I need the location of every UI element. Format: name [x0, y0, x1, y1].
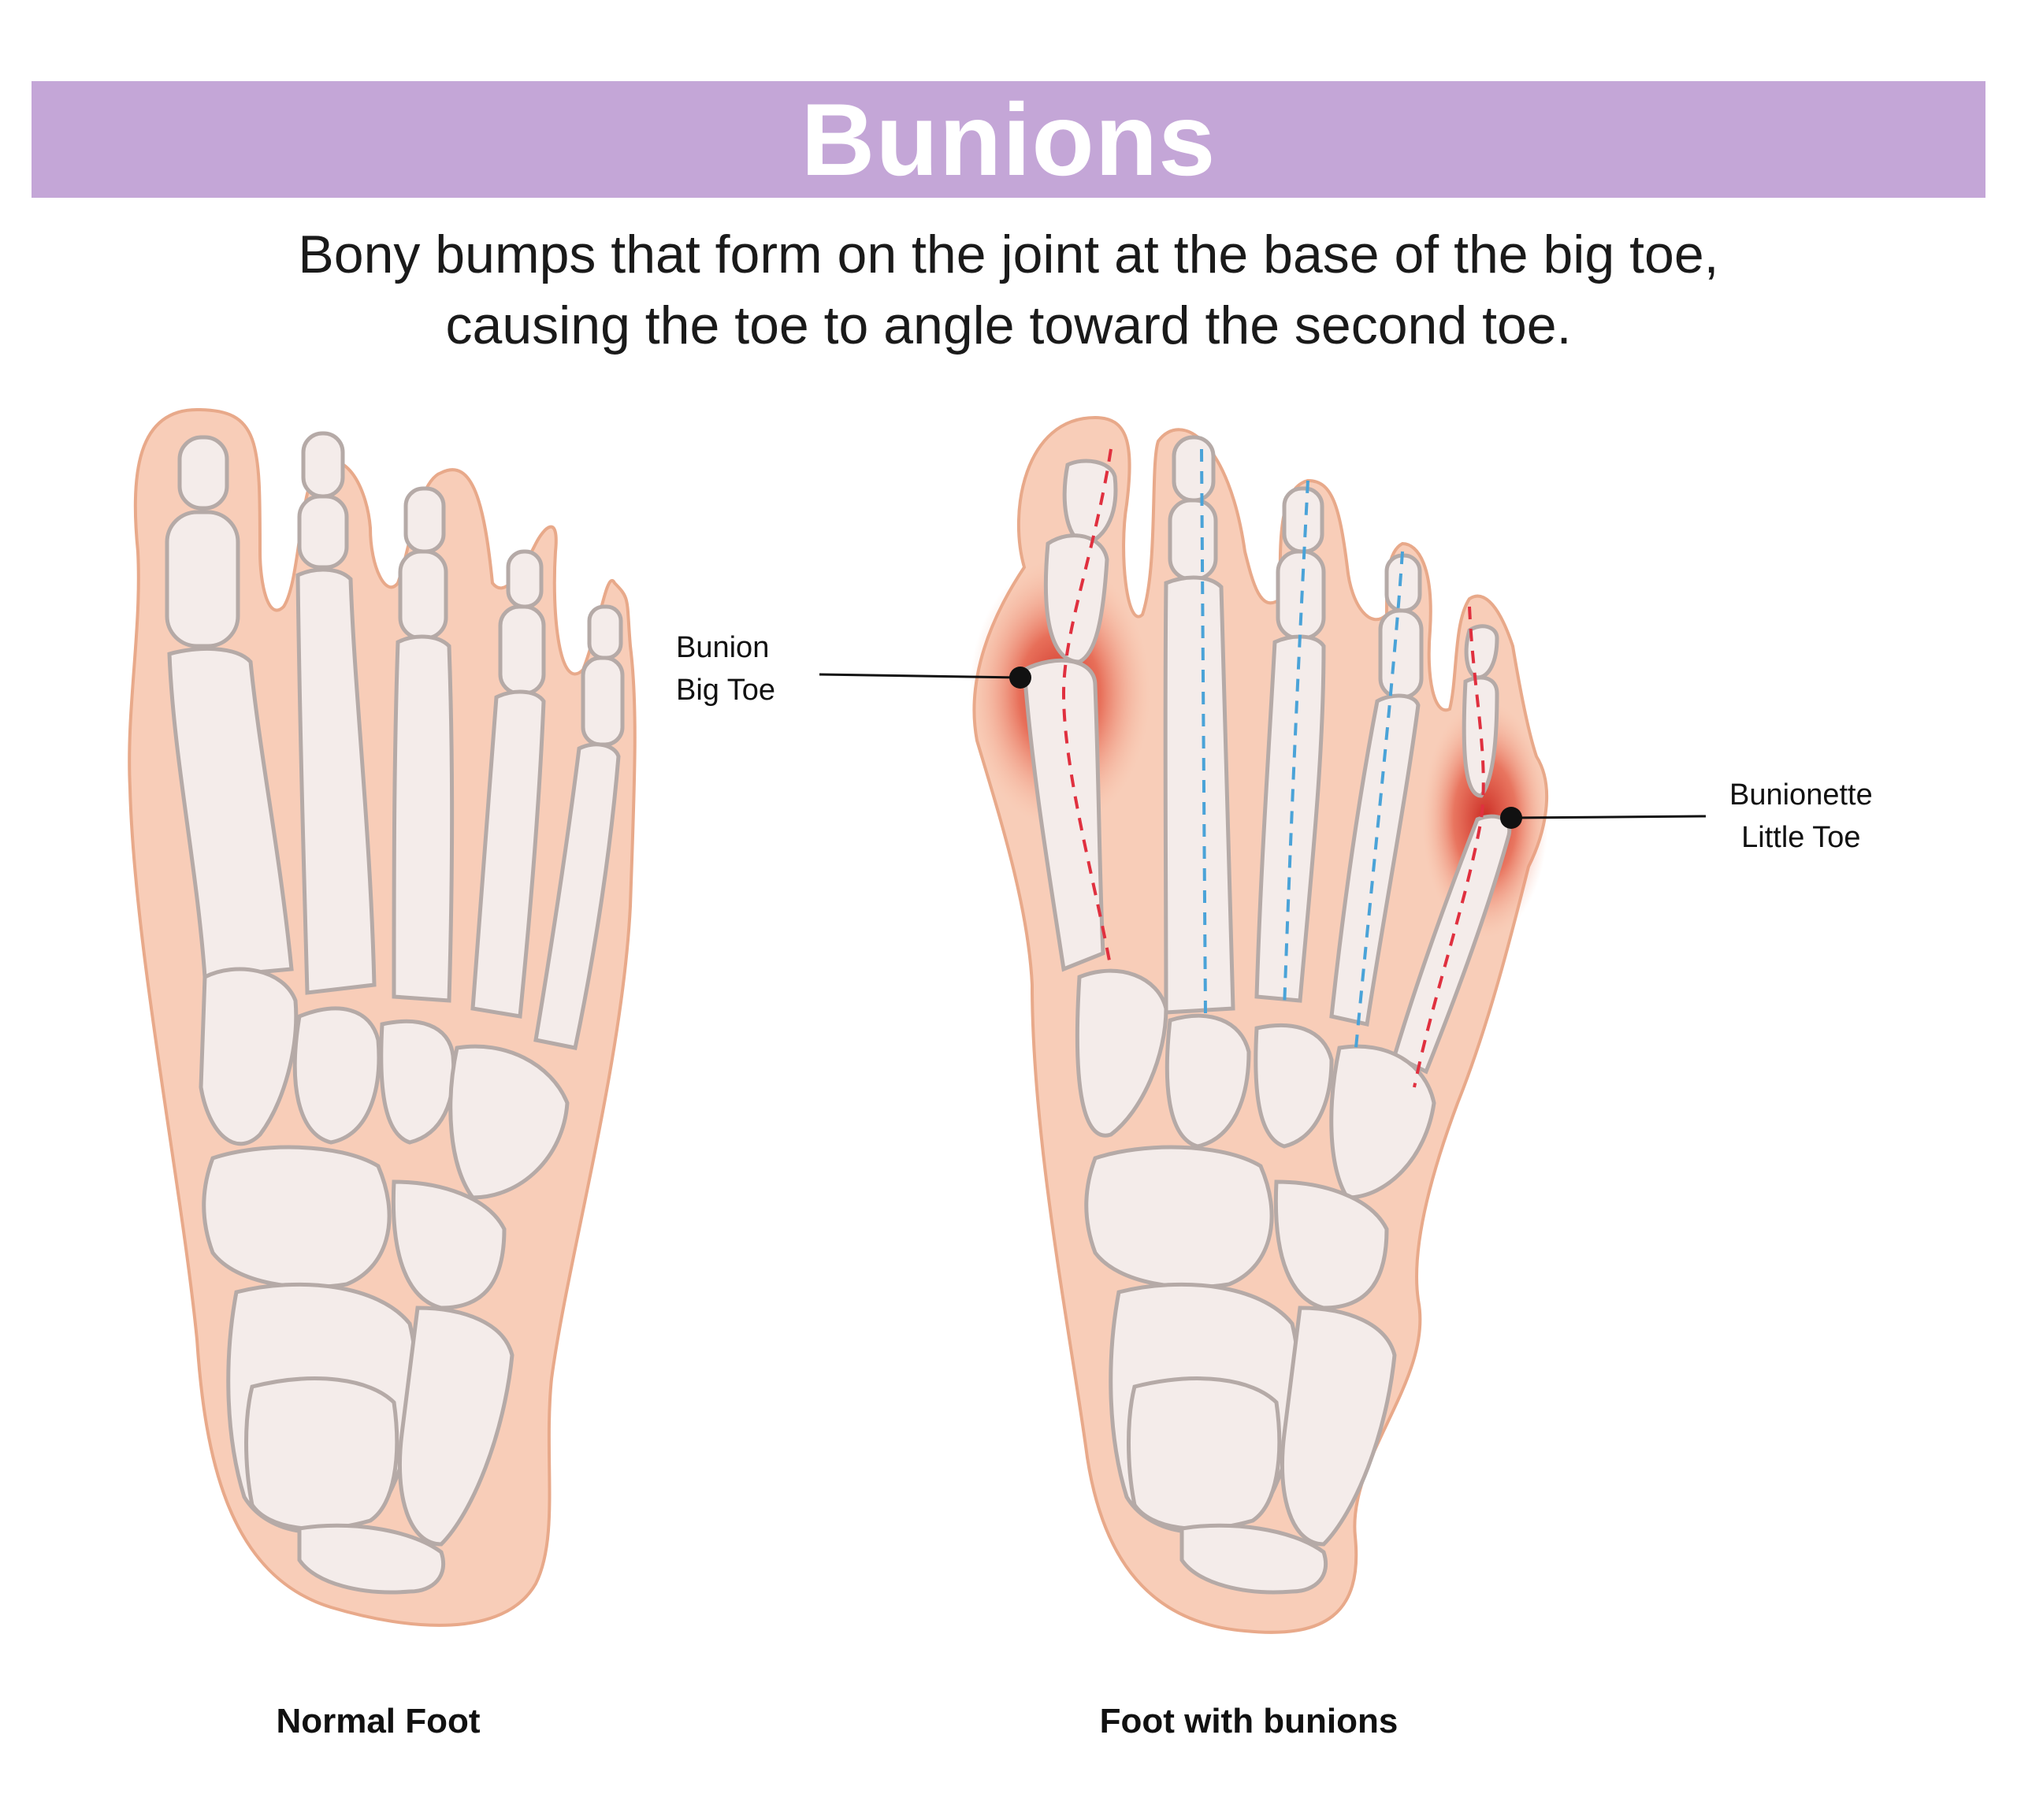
little-toe-deviation-line [1413, 606, 1485, 1088]
bunionette-callout-line-2: Little Toe [1741, 821, 1861, 854]
page-title: Bunions [800, 82, 1217, 197]
bunionette-marker [1500, 807, 1522, 829]
bunion-foot-tarsal-bones [1075, 968, 1436, 1595]
bunionette-leader-line [1510, 815, 1707, 819]
subtitle: Bony bumps that form on the joint at the… [0, 219, 2017, 361]
bunion-leader-line [819, 673, 1021, 679]
bunion-callout-line-2: Big Toe [676, 674, 776, 707]
subtitle-line-2: causing the toe to angle toward the seco… [445, 295, 1572, 355]
big-toe-deviation-line [1061, 448, 1113, 970]
bunion-marker [1009, 667, 1031, 689]
bunionette-callout-line-1: Bunionette [1729, 778, 1873, 812]
bunionette-callout: Bunionette Little Toe [1729, 774, 1873, 859]
second-toe-axis-line [1200, 448, 1207, 1017]
normal-big-toe-bones [165, 431, 625, 1050]
title-bar: Bunions [32, 81, 1985, 198]
fourth-toe-axis-line [1354, 551, 1404, 1057]
bunion-foot [819, 415, 1707, 1634]
subtitle-line-1: Bony bumps that form on the joint at the… [298, 225, 1719, 284]
deviation-lines [1061, 448, 1485, 1088]
bunion-callout-line-1: Bunion [676, 631, 770, 664]
bunion-callout: Bunion Big Toe [676, 626, 775, 711]
bunion-foot-caption: Foot with bunions [1099, 1702, 1399, 1740]
normal-foot [128, 407, 637, 1627]
normal-tarsal-bones [199, 967, 570, 1595]
normal-foot-caption: Normal Foot [276, 1702, 481, 1740]
